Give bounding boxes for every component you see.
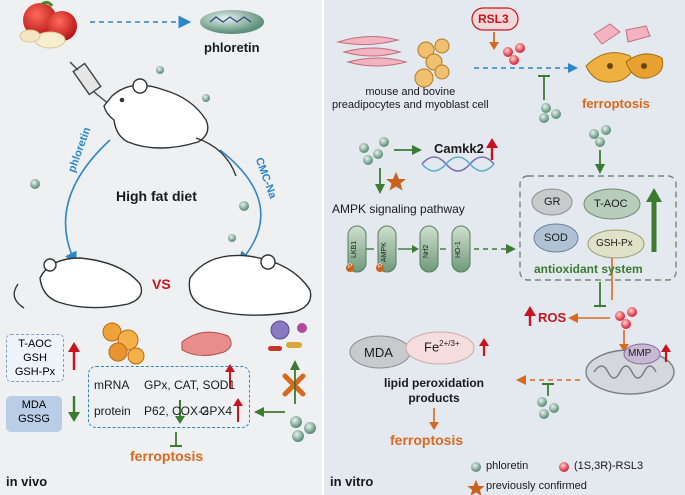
phloretin-molecule-icon — [200, 10, 264, 34]
camkk2-label: Camkk2 — [434, 141, 484, 156]
antioxidant-label: antioxidant system — [534, 262, 643, 276]
legend-phloretin: phloretin — [486, 460, 528, 472]
mouse-top-icon — [104, 79, 236, 176]
mouse-left-icon — [14, 258, 141, 308]
in-vivo-panel: phloretin phloretin CMC-Na High fat diet… — [0, 0, 322, 495]
marker-gshpx: GSH-Px — [7, 365, 63, 379]
phloretin-cluster-left — [290, 416, 316, 442]
versus-label: VS — [152, 276, 171, 292]
diet-label: High fat diet — [116, 188, 197, 204]
cells-label: mouse and bovine preadipocytes and myobl… — [332, 86, 489, 112]
phloretin-title: phloretin — [204, 40, 260, 55]
syringe-icon — [70, 62, 110, 105]
lkb1-label: LKB1 — [351, 241, 358, 258]
ferroptosis-bottom-label: ferroptosis — [390, 432, 463, 448]
marker-taoc: T-AOC — [7, 337, 63, 351]
ferroptosis-in-vivo: ferroptosis — [130, 448, 203, 464]
fe-label: Fe2+/3+ — [424, 339, 460, 354]
lipid-peroxidation-label: lipid peroxidation products — [384, 376, 484, 406]
muscle-icon — [182, 332, 231, 355]
ros-label: ROS — [538, 310, 566, 325]
p-badge-lkb1: P — [348, 264, 352, 270]
protein-genes-b: GPX4 — [200, 404, 232, 418]
antiox-gshpx: GSH-Px — [596, 238, 633, 249]
ampk-label: AMPK — [381, 242, 388, 262]
rsl3-label: RSL3 — [478, 12, 509, 26]
marker-gssg: GSSG — [6, 412, 62, 426]
protein-label: protein — [94, 404, 131, 418]
protein-genes-a: P62, COX-2 — [144, 404, 209, 418]
mda-label: MDA — [364, 345, 393, 360]
rsl3-particles — [503, 43, 637, 329]
legend-rsl3: (1S,3R)-RSL3 — [574, 460, 643, 472]
marker-mda: MDA — [6, 398, 62, 412]
mmp-label: MMP — [628, 348, 651, 359]
previously-confirmed-star-icon — [386, 172, 406, 191]
adipocyte-icon — [103, 323, 144, 364]
phloretin-cluster-a — [539, 103, 561, 123]
antiox-sod: SOD — [544, 232, 568, 244]
inhibit-x-icon — [285, 376, 303, 394]
myoblast-cells-icon — [338, 36, 406, 66]
in-vivo-label: in vivo — [6, 474, 47, 489]
apple-icon — [20, 2, 77, 48]
phloretin-cluster-b — [359, 137, 389, 165]
ferroptotic-cells-icon — [586, 24, 663, 82]
p-badge-ampk: P — [378, 264, 382, 270]
ferroptosis-top-label: ferroptosis — [582, 96, 650, 111]
expression-box — [88, 366, 250, 428]
dna-icon — [422, 157, 494, 171]
marker-gsh: GSH — [7, 351, 63, 365]
in-vitro-label: in vitro — [330, 474, 373, 489]
phloretin-cluster-d — [537, 397, 559, 419]
markers-down-box: MDA GSSG — [6, 396, 62, 432]
phloretin-cluster-c — [589, 125, 611, 147]
in-vitro-panel: RSL3 mouse and bovine preadipocytes and … — [324, 0, 685, 495]
antiox-taoc: T-AOC — [594, 198, 628, 210]
ampk-pathway-label: AMPK signaling pathway — [332, 202, 465, 216]
fe-superscript: 2+/3+ — [439, 339, 459, 348]
nrf2-label: Nrf2 — [423, 245, 430, 258]
preadipocyte-cells-icon — [415, 39, 449, 87]
legend-confirmed: previously confirmed — [486, 480, 587, 492]
mouse-right-icon — [189, 255, 310, 315]
fe-text: Fe — [424, 339, 439, 354]
mrna-genes: GPx, CAT, SOD1 — [144, 378, 235, 392]
gut-microbes-icon — [268, 321, 307, 351]
antiox-gr: GR — [544, 196, 561, 208]
ho1-label: HO-1 — [455, 241, 462, 258]
markers-up-box: T-AOC GSH GSH-Px — [6, 334, 64, 382]
mrna-label: mRNA — [94, 378, 129, 392]
